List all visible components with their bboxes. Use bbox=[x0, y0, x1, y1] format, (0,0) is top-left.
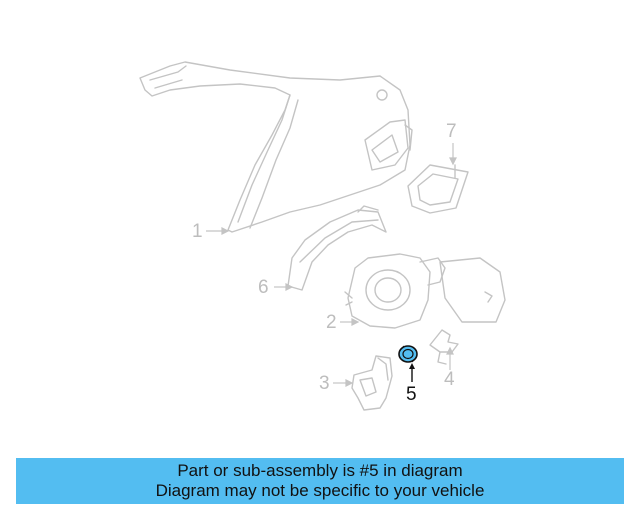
arrowhead-6-icon bbox=[285, 283, 294, 291]
arrowhead-3-icon bbox=[345, 379, 354, 387]
part-3-bracket bbox=[351, 355, 393, 411]
callout-7: 7 bbox=[446, 121, 457, 142]
callout-3: 3 bbox=[319, 373, 330, 394]
callout-2: 2 bbox=[326, 312, 337, 333]
banner-line-2: Diagram may not be specific to your vehi… bbox=[155, 481, 485, 500]
part-2-filler-housing bbox=[344, 253, 506, 329]
arrowhead-1-icon bbox=[221, 227, 230, 235]
callout-1: 1 bbox=[192, 221, 203, 242]
part-6-liner bbox=[287, 205, 387, 291]
callout-6: 6 bbox=[258, 277, 269, 298]
part-1-quarter-panel bbox=[139, 61, 413, 233]
part-5-grommet[interactable] bbox=[398, 345, 418, 363]
arrowhead-7-icon bbox=[449, 157, 457, 166]
parts-diagram bbox=[139, 61, 506, 411]
part-7-seal bbox=[407, 164, 469, 214]
part-4-pin bbox=[429, 329, 459, 365]
arrowhead-2-icon bbox=[351, 318, 360, 326]
info-banner: Part or sub-assembly is #5 in diagram Di… bbox=[16, 458, 624, 504]
callout-4: 4 bbox=[444, 369, 455, 390]
arrowhead-5-icon bbox=[409, 363, 415, 369]
callout-5[interactable]: 5 bbox=[406, 384, 417, 405]
arrowhead-4-icon bbox=[446, 346, 454, 355]
banner-line-1: Part or sub-assembly is #5 in diagram bbox=[177, 461, 463, 480]
